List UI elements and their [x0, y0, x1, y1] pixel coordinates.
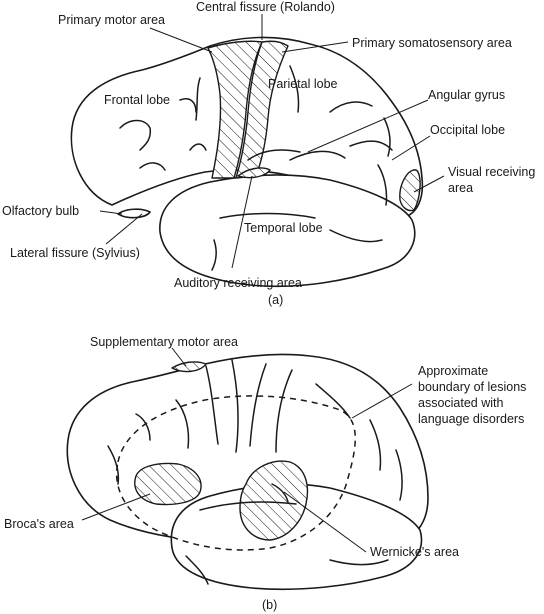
- label-boundary-1: Approximate: [418, 364, 488, 378]
- visual-receiving-area: [399, 169, 421, 212]
- label-brocas-area: Broca's area: [4, 517, 74, 531]
- sulci-b: [107, 359, 403, 585]
- label-angular-gyrus: Angular gyrus: [428, 88, 505, 102]
- label-boundary-3: associated with: [418, 396, 504, 410]
- panel-b-label: (b): [262, 598, 277, 612]
- label-primary-somatosensory-area: Primary somatosensory area: [352, 36, 512, 50]
- label-central-fissure: Central fissure (Rolando): [196, 0, 335, 14]
- sulci-a: [119, 65, 393, 271]
- label-wernickes-area: Wernicke's area: [370, 545, 459, 559]
- label-parietal-lobe: Parietal lobe: [268, 77, 338, 91]
- label-frontal-lobe: Frontal lobe: [104, 93, 170, 107]
- panel-b: Supplementary motor area Approximate bou…: [4, 335, 526, 612]
- leader-lines-b: [81, 347, 413, 553]
- primary-somatosensory-area: [235, 40, 289, 179]
- label-primary-motor-area: Primary motor area: [58, 13, 165, 27]
- label-auditory-receiving-area: Auditory receiving area: [174, 276, 302, 290]
- leader-lines-a: [99, 14, 445, 269]
- label-supplementary-motor-area: Supplementary motor area: [90, 335, 238, 349]
- olfactory-bulb: [117, 208, 151, 219]
- wernickes-area: [239, 460, 309, 541]
- temporal-lobe-outline: [159, 174, 416, 288]
- panel-a-label: (a): [268, 293, 283, 307]
- label-lateral-fissure: Lateral fissure (Sylvius): [10, 246, 140, 260]
- auditory-receiving-area: [237, 167, 271, 179]
- panel-a: Central fissure (Rolando) Primary motor …: [2, 0, 535, 307]
- label-boundary-4: language disorders: [418, 412, 524, 426]
- label-visual-receiving-2: area: [448, 181, 473, 195]
- brocas-area: [134, 462, 202, 506]
- temporal-lobe-outline-b: [170, 483, 423, 591]
- label-temporal-lobe: Temporal lobe: [244, 221, 323, 235]
- supplementary-motor-area: [171, 361, 207, 373]
- label-olfactory-bulb: Olfactory bulb: [2, 204, 79, 218]
- label-occipital-lobe: Occipital lobe: [430, 123, 505, 137]
- label-boundary-2: boundary of lesions: [418, 380, 526, 394]
- label-visual-receiving-1: Visual receiving: [448, 165, 535, 179]
- lesion-boundary: [115, 395, 356, 551]
